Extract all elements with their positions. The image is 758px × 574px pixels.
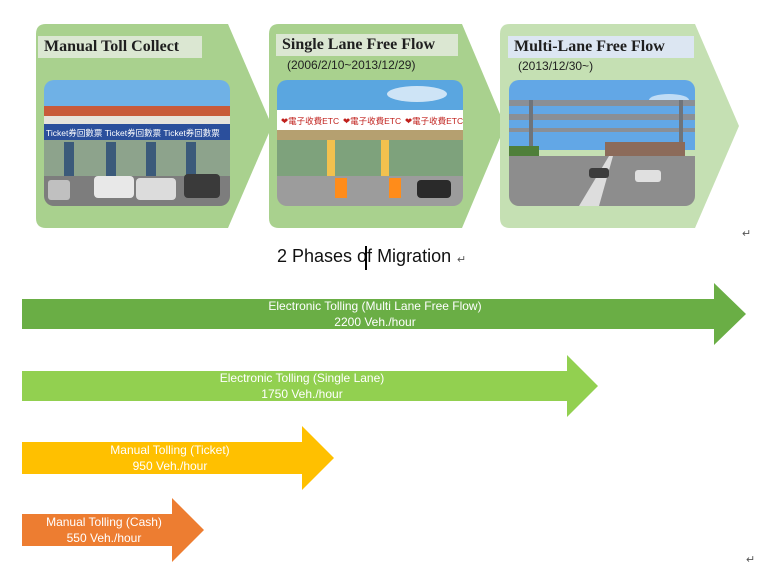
arrow-multi-lane-rate: 2200 Veh./hour [334, 315, 416, 329]
arrow-multi-lane-label: Electronic Tolling (Multi Lane Free Flow… [230, 298, 520, 330]
phase-date-single-lane: (2006/2/10~2013/12/29) [287, 58, 416, 72]
phase-title-single-lane: Single Lane Free Flow [276, 34, 458, 56]
text-cursor [365, 246, 367, 270]
etc-sign-text: ❤電子收費ETC [281, 116, 339, 126]
arrow-manual-ticket-label: Manual Tolling (Ticket) 950 Veh./hour [90, 442, 250, 474]
paragraph-mark: ↵ [746, 554, 756, 566]
arrow-manual-ticket-rate: 950 Veh./hour [132, 459, 208, 473]
arrow-manual-ticket-name: Manual Tolling (Ticket) [110, 443, 230, 457]
ticket-sign-text: Ticket券回數票 Ticket券回數票 Ticket券回數票 [46, 128, 220, 138]
arrow-single-lane [22, 355, 598, 417]
multi-lane-free-flow-photo [509, 80, 695, 206]
manual-toll-photo: Ticket券回數票 Ticket券回數票 Ticket券回數票 [44, 80, 230, 206]
arrow-single-lane-rate: 1750 Veh./hour [261, 387, 343, 401]
arrow-manual-cash-rate: 550 Veh./hour [66, 531, 142, 545]
arrow-manual-cash-name: Manual Tolling (Cash) [46, 515, 162, 529]
arrow-manual-cash [22, 498, 204, 562]
phase-date-multi-lane: (2013/12/30~) [518, 59, 594, 73]
phase-title-manual: Manual Toll Collect [38, 36, 202, 58]
arrow-single-lane-label: Electronic Tolling (Single Lane) 1750 Ve… [196, 370, 408, 402]
paragraph-mark: ↵ [742, 228, 752, 240]
arrow-multi-lane-name: Electronic Tolling (Multi Lane Free Flow… [268, 299, 482, 313]
paragraph-mark: ↵ [457, 254, 467, 266]
etc-sign-text: ❤電子收費ETC [343, 116, 401, 126]
migration-title: 2 Phases of Migration [277, 246, 452, 266]
etc-sign-text: ❤電子收費ETC [405, 116, 463, 126]
arrow-manual-cash-label: Manual Tolling (Cash) 550 Veh./hour [22, 514, 186, 546]
arrow-single-lane-name: Electronic Tolling (Single Lane) [219, 371, 385, 385]
arrow-manual-ticket [22, 426, 334, 490]
phase-title-multi-lane: Multi-Lane Free Flow [508, 36, 694, 58]
arrow-multi-lane [22, 283, 746, 345]
single-lane-etc-photo: ❤電子收費ETC ❤電子收費ETC ❤電子收費ETC [277, 80, 463, 206]
